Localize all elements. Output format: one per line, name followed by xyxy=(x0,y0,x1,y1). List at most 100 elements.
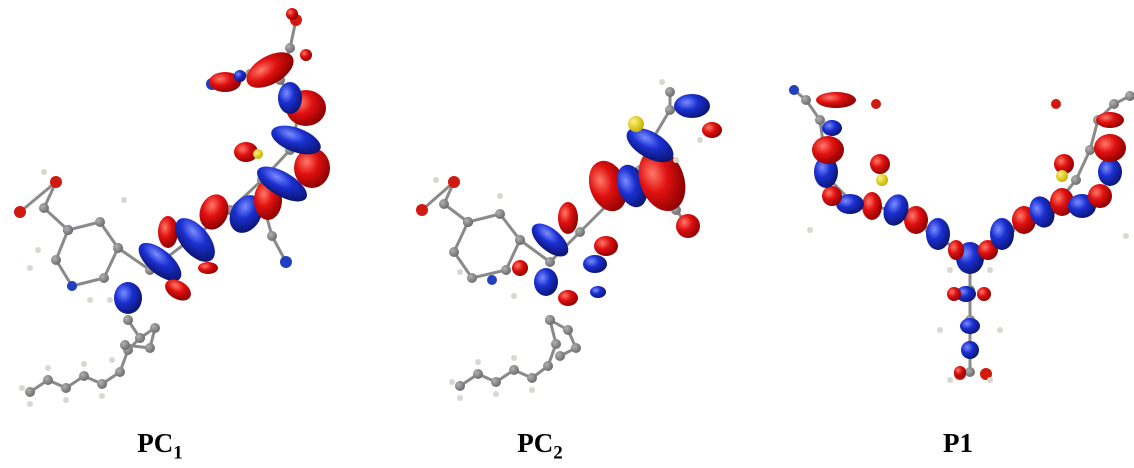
pc1-orbital-lobe-positive xyxy=(199,194,229,230)
pc1-orbital-lobe-negative xyxy=(175,218,215,262)
pc2-orbital-lobe-negative xyxy=(674,94,710,118)
pc2-orbital-lobe-positive xyxy=(676,214,700,238)
pc2-backbone-atom xyxy=(545,257,555,267)
pc1-hydrogen xyxy=(121,197,127,203)
caption-pc1: PC1 xyxy=(60,428,260,468)
p1-orbital-lobe-positive xyxy=(1050,188,1074,216)
p1-oxygen xyxy=(980,368,992,380)
pc1-hydrogen xyxy=(87,297,93,303)
pc1-orbital-lobe-positive xyxy=(198,262,218,274)
pc2-backbone-atom xyxy=(575,227,585,237)
p1-orbital-lobe-positive xyxy=(812,136,844,164)
p1-hydrogen xyxy=(1123,233,1129,239)
pc1-nitrogen xyxy=(280,256,292,268)
caption-pc1-sub: 1 xyxy=(173,442,183,464)
pc1-chain-atom xyxy=(79,371,89,381)
pc1-orbital-lobe-negative xyxy=(234,70,246,82)
pc2-sulfur xyxy=(628,116,644,132)
pc1-hydrogen xyxy=(41,169,47,175)
pc1-chain-atom xyxy=(43,375,53,385)
pc1-orbital-lobe-negative xyxy=(278,82,302,114)
pc2-ring-bond xyxy=(466,212,502,224)
p1-orbital-lobe-positive xyxy=(1088,184,1112,208)
pc1-hydrogen xyxy=(27,265,33,271)
p1-nitrogen xyxy=(789,85,799,95)
pc1-orbital-lobe-negative xyxy=(114,282,142,314)
orbital-image-p1 xyxy=(789,85,1134,383)
p1-right-arm-bond xyxy=(1074,148,1092,182)
caption-pc1-main: PC xyxy=(137,428,174,458)
pc2-chain-atom xyxy=(473,369,483,379)
p1-orbital-lobe-positive xyxy=(822,186,842,206)
pc1-orbital-lobe-negative xyxy=(257,166,307,202)
pc1-ring2-atom xyxy=(123,315,133,325)
pc2-ring-bond xyxy=(452,220,470,254)
pc2-acid-atom xyxy=(463,217,473,227)
pc1-backbone-atom xyxy=(113,243,123,253)
p1-sulfur xyxy=(1056,170,1068,182)
pc2-hydrogen xyxy=(511,355,517,361)
p1-hydrogen xyxy=(947,377,953,383)
p1-hydrogen xyxy=(997,327,1003,333)
pc1-ring-atom xyxy=(51,255,61,265)
p1-right-arm-atom xyxy=(1085,145,1095,155)
pc1-orbital-lobe-positive xyxy=(234,142,258,162)
pc1-hydrogen xyxy=(107,297,113,303)
p1-orbital-lobe-positive xyxy=(1096,112,1124,128)
pc2-orbital-lobe-positive xyxy=(702,122,722,138)
pc2-backbone-bond xyxy=(518,238,552,264)
p1-orbital-lobe-positive xyxy=(1054,154,1074,174)
pc2-orbital-lobe-negative xyxy=(534,268,558,296)
pc2-hydrogen xyxy=(659,79,665,85)
caption-pc2-sub: 2 xyxy=(553,442,563,464)
pc2-orbital-lobe-positive xyxy=(558,202,578,234)
p1-orbital-lobe-negative xyxy=(961,341,979,359)
pc2-hydrogen xyxy=(493,391,499,397)
pc2-orbital-lobe-positive xyxy=(588,160,628,212)
pc1-ring2-atom xyxy=(150,323,160,333)
pc1-orbital-lobe-positive xyxy=(209,72,241,92)
pc2-orbital-lobe-positive xyxy=(594,236,618,256)
pc1-orbital-lobe-positive xyxy=(286,8,298,20)
pc2-hydrogen xyxy=(497,193,503,199)
p1-left-arm-atom xyxy=(801,95,811,105)
p1-hydrogen xyxy=(807,227,813,233)
pc2-orbital-lobe-negative xyxy=(590,286,606,298)
pc2-oxygen xyxy=(416,204,428,216)
panel-p1 xyxy=(780,0,1134,420)
pc2-acid-bond xyxy=(420,180,456,212)
pc2-orbital-lobe-positive xyxy=(512,260,528,276)
p1-right-arm-atom xyxy=(1071,175,1081,185)
pc2-ring2-atom xyxy=(545,315,555,325)
pc2-hydrogen xyxy=(475,359,481,365)
pc2-ring-bond xyxy=(470,268,508,280)
pc2-ring-atom xyxy=(495,209,505,219)
pc2-orbital-lobe-negative xyxy=(583,255,607,273)
panel-pc1 xyxy=(0,0,380,420)
pc1-orbital-lobe-positive xyxy=(300,49,312,61)
p1-hydrogen xyxy=(987,267,993,273)
p1-orbital-lobe-negative xyxy=(956,286,976,302)
pc1-orbital-lobe-negative xyxy=(138,242,182,282)
p1-stem-atom xyxy=(965,367,975,377)
caption-pc2: PC2 xyxy=(440,428,640,468)
pc2-hydrogen xyxy=(457,269,463,275)
pc1-hydrogen xyxy=(63,397,69,403)
pc2-nitrogen xyxy=(487,275,497,285)
pc2-orbital-lobe-negative xyxy=(531,223,569,257)
pc1-ring2-atom xyxy=(120,340,130,350)
p1-right-arm-atom xyxy=(1125,91,1134,101)
pc1-acid-bond xyxy=(18,180,58,214)
pc1-backbone-atom xyxy=(285,43,295,53)
p1-orbital-lobe-positive xyxy=(816,92,856,108)
p1-hydrogen xyxy=(937,327,943,333)
caption-pc2-main: PC xyxy=(517,428,554,458)
pc2-hydrogen xyxy=(697,137,703,143)
p1-hydrogen xyxy=(987,377,993,383)
p1-orbital-lobe-positive xyxy=(978,240,998,260)
pc1-orbital-lobe-negative xyxy=(271,125,321,155)
p1-orbital-lobe-positive xyxy=(947,287,961,301)
pc1-chain-atom xyxy=(25,387,35,397)
pc2-orbital-lobe-negative xyxy=(626,127,674,163)
orbital-image-pc1 xyxy=(14,8,330,407)
